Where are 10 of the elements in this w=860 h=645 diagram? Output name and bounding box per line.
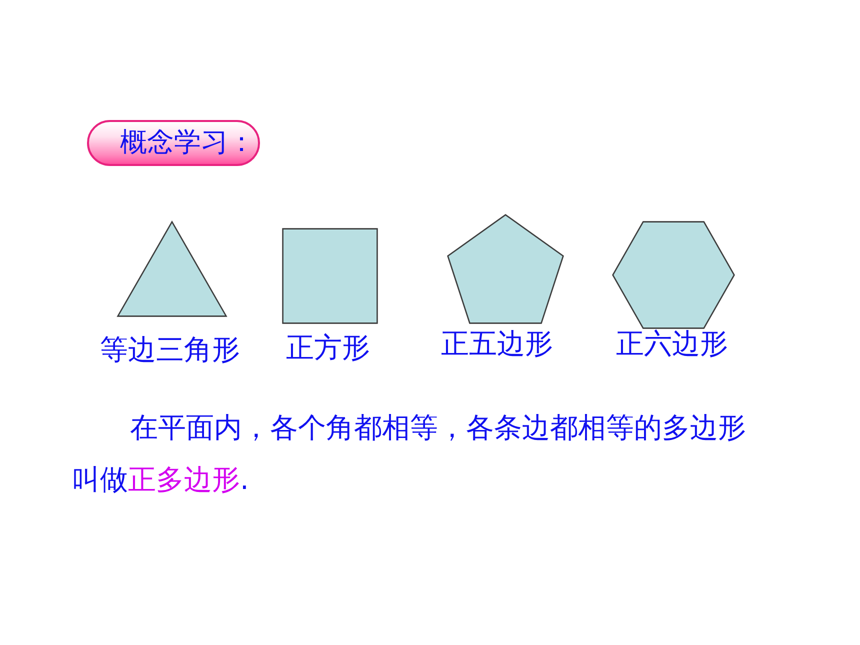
triangle-shape xyxy=(117,221,227,317)
heading-pill: 概念学习： xyxy=(87,120,260,166)
hexagon-shape xyxy=(612,221,735,329)
shape-caption: 正六边形 xyxy=(616,328,728,360)
shape-caption: 等边三角形 xyxy=(100,334,240,366)
square-shape xyxy=(282,228,378,324)
pentagon-shape xyxy=(447,214,564,324)
shape-caption: 正五边形 xyxy=(441,328,553,360)
shape-caption: 正方形 xyxy=(286,332,370,364)
paragraph-text: 在平面内，各个角都相等，各条边都相等的多边形叫做正多边形. xyxy=(72,410,747,498)
